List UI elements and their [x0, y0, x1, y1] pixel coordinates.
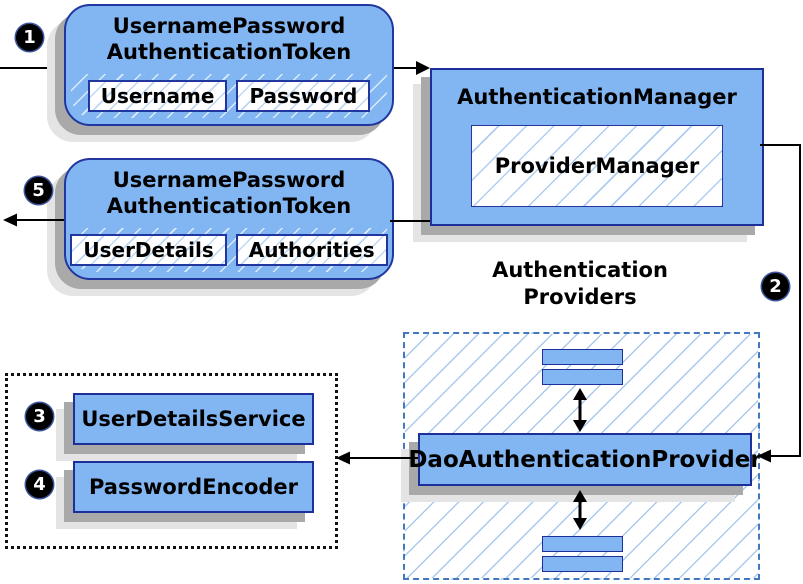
providers-label-line2: Providers — [523, 285, 637, 309]
step-4-number: 4 — [33, 474, 46, 495]
authentication-manager-title: AuthenticationManager — [457, 85, 737, 109]
step-2-badge: 2 — [762, 273, 789, 300]
request-token-title-line1: UsernamePassword — [112, 14, 346, 38]
step-2-number: 2 — [769, 276, 782, 297]
step-3-number: 3 — [33, 406, 46, 427]
provider-placeholder-bar-top-1 — [542, 349, 623, 365]
response-token-title: UsernamePassword AuthenticationToken — [66, 167, 392, 219]
request-token-title-line2: AuthenticationToken — [106, 40, 352, 64]
authentication-manager-node: AuthenticationManager ProviderManager — [430, 68, 764, 226]
step-5-badge: 5 — [25, 177, 52, 204]
provider-placeholder-bar-bottom-1 — [542, 536, 623, 552]
step-1-badge: 1 — [16, 24, 43, 51]
response-token-title-line1: UsernamePassword — [112, 168, 346, 192]
provider-to-lookup-arrowhead-icon — [336, 451, 350, 465]
step-1-number: 1 — [23, 27, 36, 48]
request-arrowhead-icon — [416, 61, 430, 75]
response-token-title-line2: AuthenticationToken — [106, 194, 352, 218]
userdetails-field-box: UserDetails — [70, 234, 227, 266]
authorities-field-box: Authorities — [235, 234, 388, 266]
response-token-node: UsernamePassword AuthenticationToken Use… — [64, 158, 394, 280]
providers-group-label: Authentication Providers — [430, 257, 730, 311]
step-4-badge: 4 — [26, 471, 53, 498]
providers-label-line1: Authentication — [492, 258, 668, 282]
step-5-number: 5 — [32, 180, 45, 201]
response-token-fields: UserDetails Authorities — [70, 228, 388, 272]
request-token-node: UsernamePassword AuthenticationToken Use… — [64, 4, 394, 126]
provider-manager-box: ProviderManager — [471, 125, 723, 207]
manager-to-provider-line — [760, 144, 801, 457]
password-field-box: Password — [236, 80, 371, 112]
step-3-badge: 3 — [26, 403, 53, 430]
dao-authentication-provider-node: DaoAuthenticationProvider — [408, 433, 762, 486]
request-token-title: UsernamePassword AuthenticationToken — [66, 13, 392, 65]
response-arrowhead-icon — [3, 213, 17, 227]
password-encoder-node: PasswordEncoder — [73, 461, 314, 513]
username-field-box: Username — [87, 80, 228, 112]
user-details-service-node: UserDetailsService — [73, 393, 314, 445]
provider-placeholder-bar-bottom-2 — [542, 556, 623, 572]
provider-placeholder-bar-top-2 — [542, 369, 623, 385]
request-token-fields: Username Password — [71, 74, 387, 118]
